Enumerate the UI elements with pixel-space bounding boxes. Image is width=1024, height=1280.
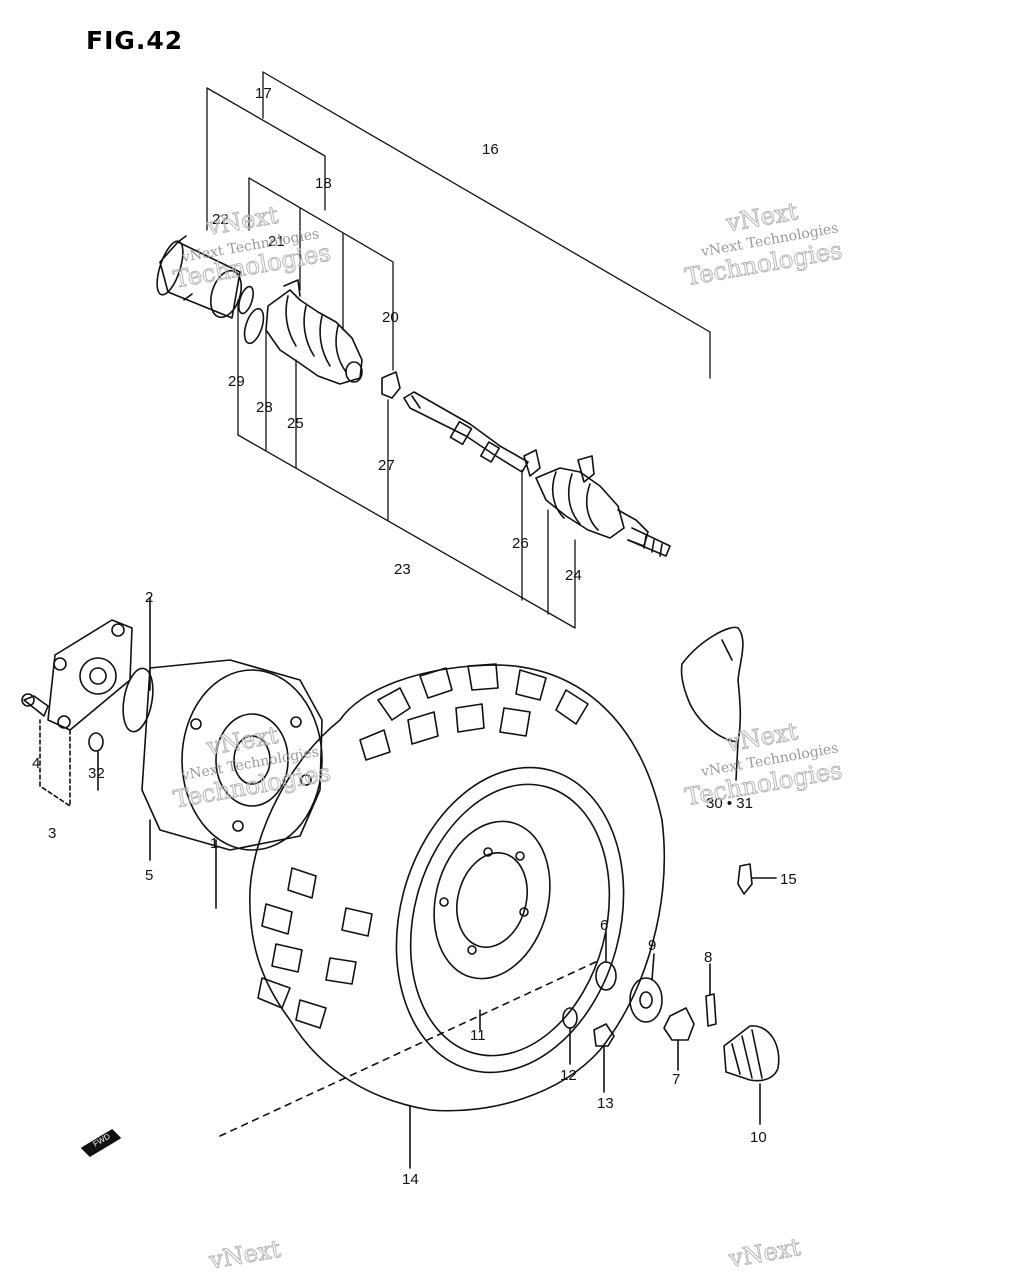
part-label: 27 xyxy=(378,457,395,474)
part-label: 28 xyxy=(256,399,273,416)
part-labels: 1 2 3 4 5 6 7 8 9 10 11 12 13 14 15 16 1… xyxy=(32,85,797,1188)
part-label: 17 xyxy=(255,85,272,102)
outer-cv-joint xyxy=(535,467,671,557)
part-label: 8 xyxy=(704,949,712,966)
boot-clips xyxy=(381,371,595,483)
part-label: 3 xyxy=(48,825,56,842)
inner-boot xyxy=(265,279,363,385)
watermark-text: vNext xyxy=(206,1235,283,1275)
part-label: 25 xyxy=(287,415,304,432)
part-label: 1 xyxy=(210,835,218,852)
part-label: 11 xyxy=(470,1027,486,1044)
hub-assembly xyxy=(21,619,323,851)
part-label: 7 xyxy=(672,1071,680,1088)
part-label: 13 xyxy=(597,1095,614,1112)
part-label: 12 xyxy=(560,1067,577,1084)
part-label: 18 xyxy=(315,175,332,192)
mud-guard xyxy=(680,626,744,781)
part-label: 6 xyxy=(600,917,608,934)
tire xyxy=(219,663,665,1137)
forward-arrow: FWD xyxy=(81,1129,121,1157)
part-label: 9 xyxy=(648,937,656,954)
part-label: 22 xyxy=(212,211,229,228)
part-label: 20 xyxy=(382,309,399,326)
watermark-text: vNext xyxy=(726,1233,803,1273)
part-label: 30 • 31 xyxy=(706,795,753,812)
part-label: 15 xyxy=(780,871,797,888)
part-label: 26 xyxy=(512,535,529,552)
inner-cv-joint xyxy=(156,235,265,345)
part-label: 5 xyxy=(145,867,153,884)
part-label: 4 xyxy=(32,755,40,772)
part-label: 24 xyxy=(565,567,582,584)
part-label: 32 xyxy=(88,765,105,782)
axle-shaft xyxy=(403,391,529,473)
part-label: 2 xyxy=(145,589,153,606)
part-label: 10 xyxy=(750,1129,767,1146)
part-label: 14 xyxy=(402,1171,419,1188)
part-label: 16 xyxy=(482,141,499,158)
part-label: 29 xyxy=(228,373,245,390)
hardware xyxy=(39,597,780,1169)
bracket-lines xyxy=(206,71,711,629)
part-label: 23 xyxy=(394,561,411,578)
part-label: 21 xyxy=(268,233,285,250)
figure-title: FIG.42 xyxy=(86,26,184,55)
